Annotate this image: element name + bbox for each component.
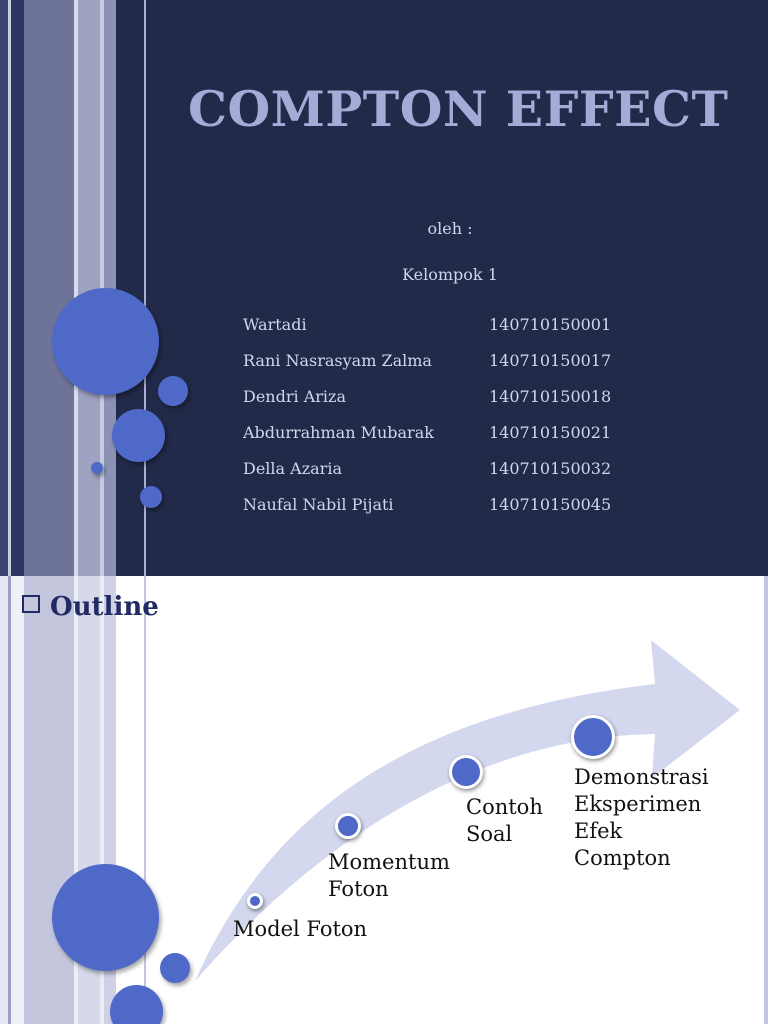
decor-band bbox=[8, 576, 11, 1024]
title-slide: COMPTON EFFECT oleh : Kelompok 1 Wartadi… bbox=[0, 0, 768, 576]
decor-band bbox=[74, 0, 78, 576]
member-nim: 140710150018 bbox=[489, 387, 612, 406]
decor-band bbox=[0, 0, 8, 576]
step-dot bbox=[335, 813, 361, 839]
decor-band bbox=[8, 0, 11, 576]
decor-band bbox=[78, 0, 100, 576]
decor-band bbox=[144, 576, 146, 1024]
member-nim: 140710150045 bbox=[489, 495, 612, 514]
decor-circle-small bbox=[140, 486, 162, 508]
member-name: Dendri Ariza bbox=[243, 387, 346, 406]
checkbox-bullet-icon bbox=[22, 595, 40, 613]
decor-circle-medium bbox=[110, 985, 163, 1024]
decor-band bbox=[24, 0, 74, 576]
step-dot bbox=[449, 755, 483, 789]
decor-circle-large bbox=[52, 288, 159, 395]
member-nim: 140710150032 bbox=[489, 459, 612, 478]
member-name: Naufal Nabil Pijati bbox=[243, 495, 394, 514]
step-label-demonstrasi: Demonstrasi Eksperimen Efek Compton bbox=[574, 765, 709, 870]
decor-band bbox=[74, 576, 78, 1024]
step-dot bbox=[571, 715, 615, 759]
member-name: Wartadi bbox=[243, 315, 307, 334]
decor-band bbox=[11, 576, 24, 1024]
outline-slide: Outline Model Foton Momentum Foton Conto… bbox=[0, 576, 768, 1024]
decor-circle-tiny bbox=[91, 462, 103, 474]
outline-heading-text: Outline bbox=[50, 592, 159, 622]
decor-circle-medium bbox=[112, 409, 165, 462]
member-name: Rani Nasrasyam Zalma bbox=[243, 351, 432, 370]
decor-band bbox=[144, 0, 146, 576]
member-nim: 140710150017 bbox=[489, 351, 612, 370]
decor-band bbox=[11, 0, 24, 576]
member-name: Abdurrahman Mubarak bbox=[243, 423, 434, 442]
step-dot bbox=[247, 893, 263, 909]
member-nim: 140710150021 bbox=[489, 423, 612, 442]
slide-title: COMPTON EFFECT bbox=[188, 80, 729, 138]
by-label: oleh : bbox=[427, 219, 473, 238]
decor-circle-small bbox=[158, 376, 188, 406]
decor-band bbox=[764, 576, 768, 1024]
member-nim: 140710150001 bbox=[489, 315, 612, 334]
step-label-model-foton: Model Foton bbox=[233, 917, 368, 941]
step-label-contoh-soal: Contoh Soal bbox=[466, 795, 543, 846]
decor-circle-large bbox=[52, 864, 159, 971]
member-name: Della Azaria bbox=[243, 459, 342, 478]
outline-heading: Outline bbox=[22, 592, 159, 622]
group-label: Kelompok 1 bbox=[402, 265, 498, 284]
decor-circle-small bbox=[160, 953, 190, 983]
decor-band bbox=[0, 576, 8, 1024]
step-label-momentum-foton: Momentum Foton bbox=[328, 850, 450, 901]
decor-band bbox=[100, 576, 104, 1024]
